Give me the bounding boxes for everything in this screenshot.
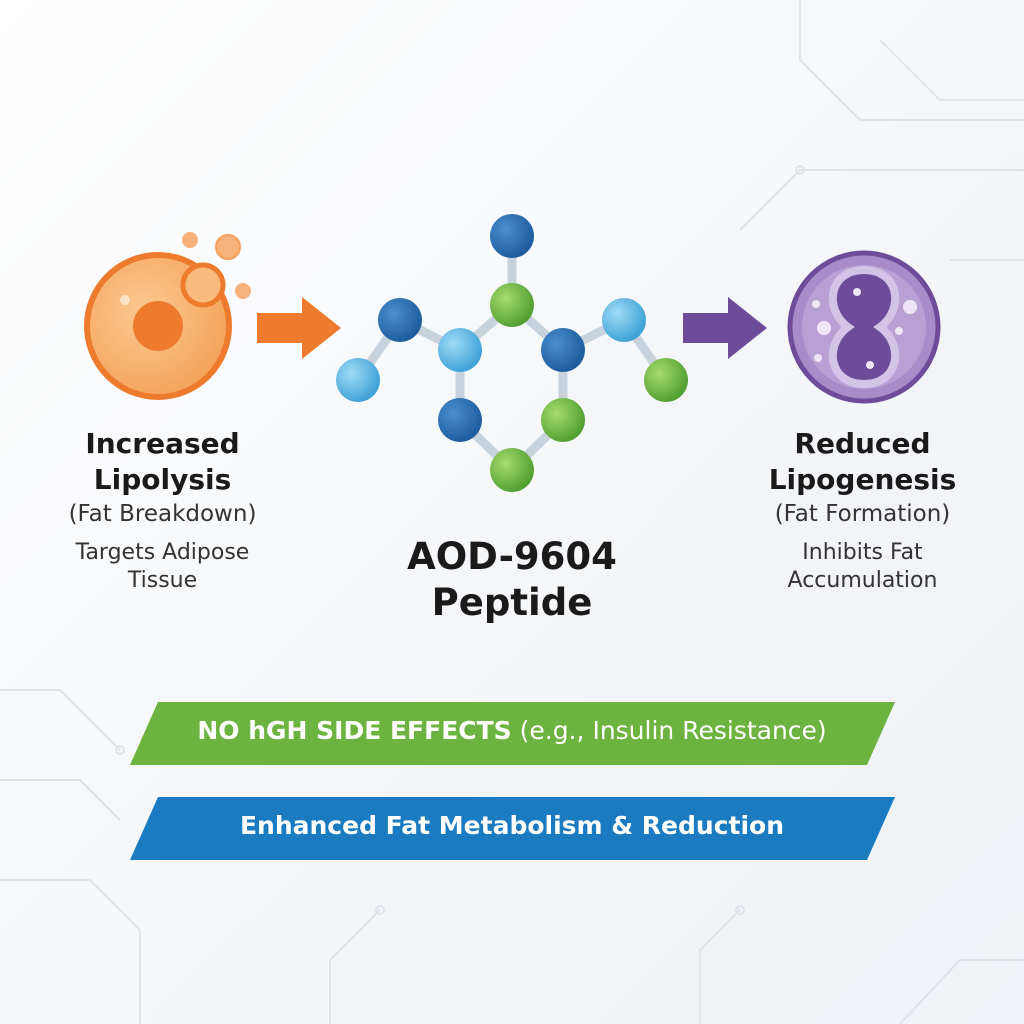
right-desc-line1: Inhibits Fat <box>802 540 923 565</box>
center-title-line1: AOD-9604 <box>407 535 617 578</box>
right-desc-line2: Accumulation <box>787 568 938 593</box>
left-subtitle: (Fat Breakdown) <box>68 501 257 527</box>
green-banner: NO hGH SIDE EFFECTS (e.g., Insulin Resis… <box>0 716 1024 745</box>
green-banner-bold: NO hGH SIDE EFFECTS <box>197 716 512 745</box>
left-title-line1: Increased <box>85 427 240 460</box>
center-label: AOD-9604 Peptide <box>362 534 662 626</box>
orange-arrow-icon <box>257 297 341 359</box>
inhibited-cell-icon <box>787 250 941 404</box>
center-title-line2: Peptide <box>431 581 593 624</box>
green-banner-shape <box>130 702 895 765</box>
green-banner-rest: (e.g., Insulin Resistance) <box>511 716 827 745</box>
right-title-line2: Lipogenesis <box>768 463 957 496</box>
blue-banner: Enhanced Fat Metabolism & Reduction <box>239 811 785 840</box>
right-subtitle: (Fat Formation) <box>774 501 951 527</box>
left-label: Increased Lipolysis (Fat Breakdown) Targ… <box>40 426 285 596</box>
peptide-molecule-icon <box>336 214 688 492</box>
fat-cell-icon <box>84 232 251 400</box>
left-desc-line2: Tissue <box>127 568 198 593</box>
purple-arrow-icon <box>683 297 767 359</box>
left-title-line2: Lipolysis <box>93 463 232 496</box>
blue-banner-shape <box>130 797 895 860</box>
left-desc-line1: Targets Adipose <box>75 540 250 565</box>
right-label: Reduced Lipogenesis (Fat Formation) Inhi… <box>740 426 985 596</box>
right-title-line1: Reduced <box>794 427 931 460</box>
